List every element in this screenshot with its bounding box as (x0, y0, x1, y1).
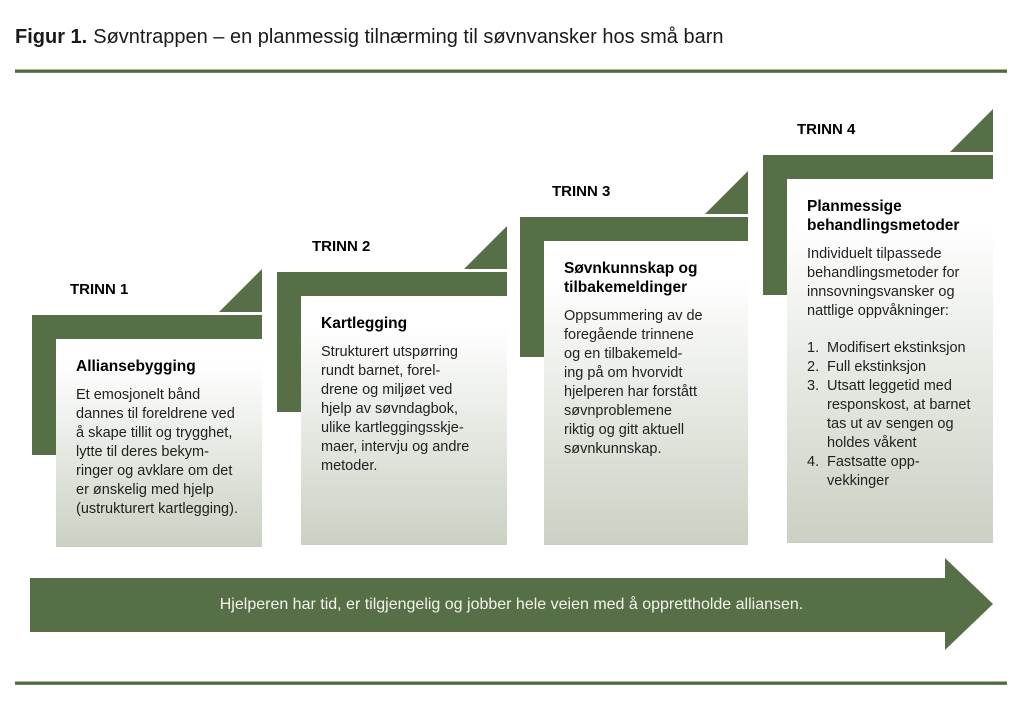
trinn-4-label: TRINN 4 (797, 121, 856, 138)
list-item: 2. Full ekstinksjon (807, 358, 987, 377)
list-item-text: Fastsatte opp- vekkinger (827, 454, 920, 489)
trinn-4-card: Planmessige behandlingsmetoder Individue… (787, 179, 993, 543)
list-item: 4. Fastsatte opp- vekkinger (807, 453, 987, 491)
trinn-3-card: Søvnkunnskap og tilbakemeldinger Oppsumm… (544, 241, 748, 545)
trinn-4-body: Individuelt tilpassede behandlingsmetode… (807, 246, 960, 319)
trinn-4-heading: Planmessige behandlingsmetoder (807, 198, 960, 234)
trinn-3-step-riser (520, 217, 544, 357)
trinn-1-step-bar (32, 315, 262, 339)
trinn-1-label: TRINN 1 (70, 281, 129, 298)
trinn-4-step-bar (763, 155, 993, 179)
trinn-1-body: Et emosjonelt bånd dannes til foreldrene… (76, 387, 238, 517)
list-item-text: Modifisert ekstinksjon (827, 340, 966, 356)
trinn-3-corner-triangle (705, 171, 748, 214)
trinn-2-step-riser (277, 272, 301, 412)
trinn-2-card: Kartlegging Strukturert utspørring rundt… (301, 296, 507, 545)
figure-number: Figur 1. (15, 26, 88, 48)
alliance-arrow-body (30, 578, 945, 632)
trinn-1-card: Alliansebygging Et emosjonelt bånd danne… (56, 339, 262, 547)
trinn-3-step-bar (520, 217, 748, 241)
trinn-1-heading: Alliansebygging (76, 358, 196, 375)
list-item: 1. Modifisert ekstinksjon (807, 339, 987, 358)
list-item-number: 4. (807, 454, 820, 470)
list-item: 3. Utsatt leggetid med responskost, at b… (807, 377, 987, 453)
top-divider-line (15, 69, 1007, 73)
trinn-2-heading: Kartlegging (321, 315, 408, 332)
trinn-4-corner-triangle (950, 109, 993, 152)
trinn-2-step-bar (277, 272, 507, 296)
trinn-2-corner-triangle (464, 226, 507, 269)
alliance-arrow-text: Hjelperen har tid, er tilgjengelig og jo… (219, 596, 804, 613)
trinn-1-corner-triangle (219, 269, 262, 312)
list-item-number: 3. (807, 378, 820, 394)
trinn-1-step-riser (32, 315, 56, 455)
trinn-3-body: Oppsummering av de foregående trinnene o… (564, 308, 703, 457)
bottom-divider-line (15, 681, 1007, 685)
list-item-number: 1. (807, 340, 820, 356)
list-item-text: Full ekstinksjon (827, 359, 927, 375)
list-item-number: 2. (807, 359, 820, 375)
figure-title-text: Søvntrappen – en planmessig tilnærming t… (93, 26, 724, 48)
trinn-3-label: TRINN 3 (552, 183, 611, 200)
trinn-4-method-list: 1. Modifisert ekstinksjon 2. Full ekstin… (807, 339, 987, 491)
trinn-2-body: Strukturert utspørring rundt barnet, for… (321, 344, 470, 474)
trinn-4-step-riser (763, 155, 787, 295)
trinn-2-label: TRINN 2 (312, 238, 371, 255)
list-item-text: Utsatt leggetid med responskost, at barn… (827, 378, 971, 451)
figure-title: Figur 1.Søvntrappen – en planmessig tiln… (15, 26, 724, 49)
trinn-3-heading: Søvnkunnskap og tilbakemeldinger (564, 260, 698, 296)
